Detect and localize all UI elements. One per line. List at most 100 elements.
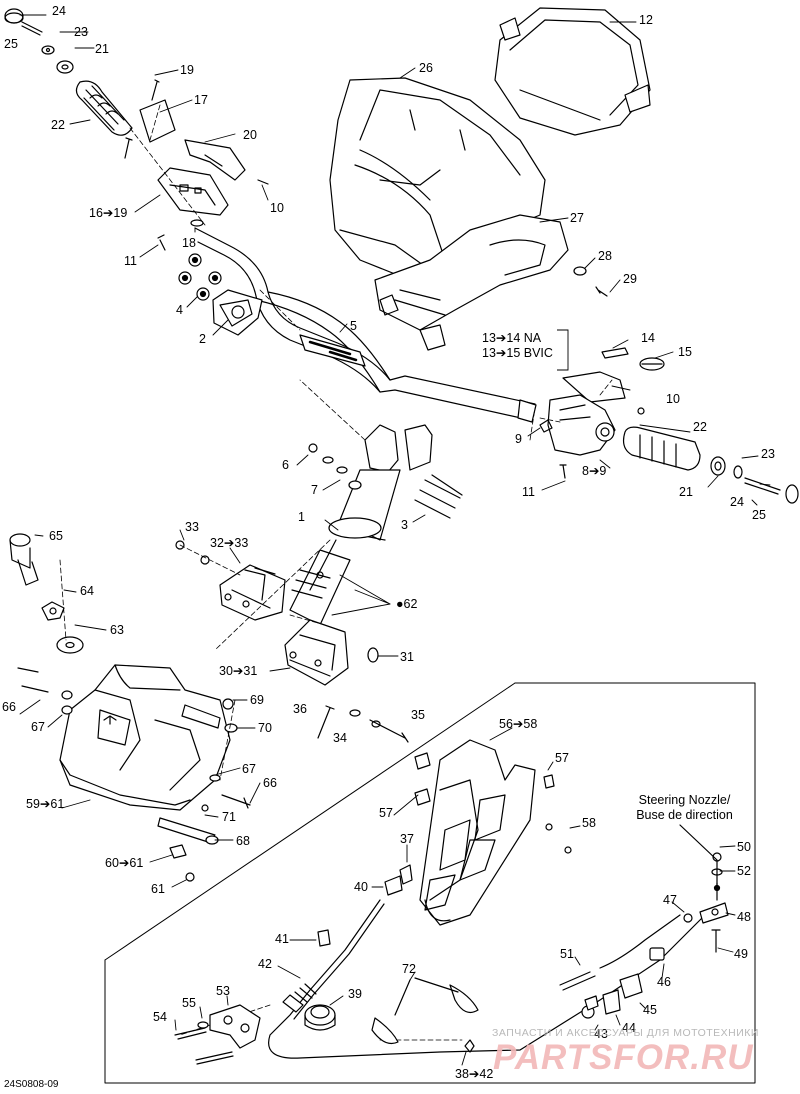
watermark-logo: PARTSFOR.RU (493, 1038, 754, 1077)
version-note: 13➔14 NA 13➔15 BVIC (482, 331, 553, 361)
callout-label: 45 (643, 1003, 657, 1017)
nuts (178, 253, 222, 301)
callout-label: 3 (401, 518, 408, 532)
callout-label: 42 (258, 957, 272, 971)
callout-label: 58 (582, 816, 596, 830)
bolt-35 (369, 719, 409, 743)
callout-label: 17 (194, 93, 208, 107)
callout-label: 44 (622, 1021, 636, 1035)
callout-label: 14 (641, 331, 655, 345)
screw (595, 286, 608, 297)
callout-label: 6 (282, 458, 289, 472)
bushing-lower (284, 619, 379, 686)
callout-label: 41 (275, 932, 289, 946)
callout-label: 37 (400, 832, 414, 846)
callout-label: 18 (182, 236, 196, 250)
callout-label: 51 (560, 947, 574, 961)
callout-label: 19 (180, 63, 194, 77)
callout-label: 49 (734, 947, 748, 961)
callout-label: 60➔61 (105, 856, 144, 870)
watermark-tagline: ЗАПЧАСТИ И АКСЕССУАРЫ ДЛЯ МОТОТЕХНИКИ (492, 1027, 759, 1039)
callout-label: 61 (151, 882, 165, 896)
callout-label: 15 (678, 345, 692, 359)
callout-label: 56➔58 (499, 717, 538, 731)
version-note-line-1: 13➔14 NA (482, 331, 542, 345)
callout-label: 70 (258, 721, 272, 735)
inset-frame (104, 682, 756, 1084)
washer (573, 266, 587, 276)
callout-label: 63 (110, 623, 124, 637)
callout-label: 66 (2, 700, 16, 714)
callout-label: 25 (752, 508, 766, 522)
callout-label: 25 (4, 37, 18, 51)
nozzle-title: Steering Nozzle/ Buse de direction (627, 793, 742, 823)
callout-label: 67 (31, 720, 45, 734)
callout-label: 27 (570, 211, 584, 225)
callout-label: 4 (176, 303, 183, 317)
callout-label: 2 (199, 332, 206, 346)
lower-support (374, 214, 569, 351)
steering-cable (268, 899, 706, 1059)
column-bolts (414, 474, 463, 519)
callout-label: 39 (348, 987, 362, 1001)
callout-label: 68 (236, 834, 250, 848)
callout-label: 47 (663, 893, 677, 907)
callout-label: 12 (639, 13, 653, 27)
callout-label: 32➔33 (210, 536, 249, 550)
callout-label: 5 (350, 319, 357, 333)
callout-label: 1 (298, 510, 305, 524)
instrument-housing (494, 7, 651, 136)
callout-label: 69 (250, 693, 264, 707)
callout-label: 8➔9 (582, 464, 607, 478)
callout-label: 31 (400, 650, 414, 664)
cable-bracket (174, 1004, 261, 1065)
callout-label: 55 (182, 996, 196, 1010)
right-grip-assembly (539, 347, 799, 504)
callout-label: 26 (419, 61, 433, 75)
callout-label: 24 (730, 495, 744, 509)
callout-label: 54 (153, 1010, 167, 1024)
callout-label: 50 (737, 840, 751, 854)
bolts-66 (17, 667, 49, 693)
callout-label: 53 (216, 984, 230, 998)
callout-label: 11 (124, 254, 137, 268)
nozzle-bracket (419, 739, 536, 926)
callout-label: 67 (242, 762, 256, 776)
callout-label: 38➔42 (455, 1067, 494, 1081)
callout-label: 35 (411, 708, 425, 722)
steering-column (289, 424, 433, 626)
callout-label: 9 (515, 432, 522, 446)
callout-label: 21 (95, 42, 109, 56)
callout-label: 7 (311, 483, 318, 497)
left-grip-assembly (4, 8, 269, 251)
callout-label: ●62 (396, 597, 418, 611)
callout-leaders (19, 14, 771, 1066)
callout-label: 16➔19 (89, 206, 128, 220)
diagram-id: 24S0808-09 (4, 1079, 59, 1090)
steering-support (59, 664, 231, 811)
callout-label: 64 (80, 584, 94, 598)
callout-label: 23 (74, 25, 88, 39)
callout-label: 66 (263, 776, 277, 790)
callout-label: 43 (594, 1027, 608, 1041)
callout-label: 52 (737, 864, 751, 878)
callout-label: 36 (293, 702, 307, 716)
callout-label: 28 (598, 249, 612, 263)
handlebar (194, 227, 537, 423)
callout-label: 48 (737, 910, 751, 924)
callout-label: 29 (623, 272, 637, 286)
callout-label: 21 (679, 485, 693, 499)
callout-label: 10 (270, 201, 284, 215)
plunger-assembly (9, 533, 84, 654)
callout-label: 20 (243, 128, 257, 142)
callout-label: 57 (379, 806, 393, 820)
leader-lines (59, 104, 613, 1041)
callout-label: 11 (522, 485, 535, 499)
handlebar-clamp (212, 289, 263, 336)
callout-label: 59➔61 (26, 797, 65, 811)
callout-label: 10 (666, 392, 680, 406)
bushing-upper (175, 540, 286, 621)
